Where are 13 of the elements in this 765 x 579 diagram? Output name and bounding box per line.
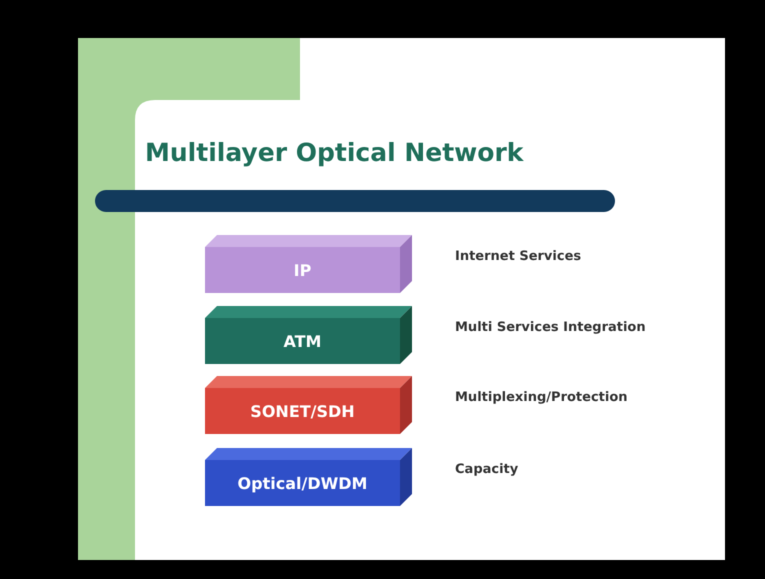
layer-description: Internet Services [455,249,582,264]
layer-description: Multi Services Integration [455,320,646,335]
slide-title: Multilayer Optical Network [145,138,524,167]
layer-block [205,376,412,434]
layer-label: Optical/DWDM [238,474,368,492]
layer-block [205,235,412,293]
layer-block [205,306,412,364]
layer-label: SONET/SDH [250,402,355,420]
layer-description: Capacity [455,462,518,477]
layer-label: ATM [284,332,322,350]
layer-description: Multiplexing/Protection [455,390,628,405]
layer-block [205,448,412,506]
layer-label: IP [294,260,312,280]
